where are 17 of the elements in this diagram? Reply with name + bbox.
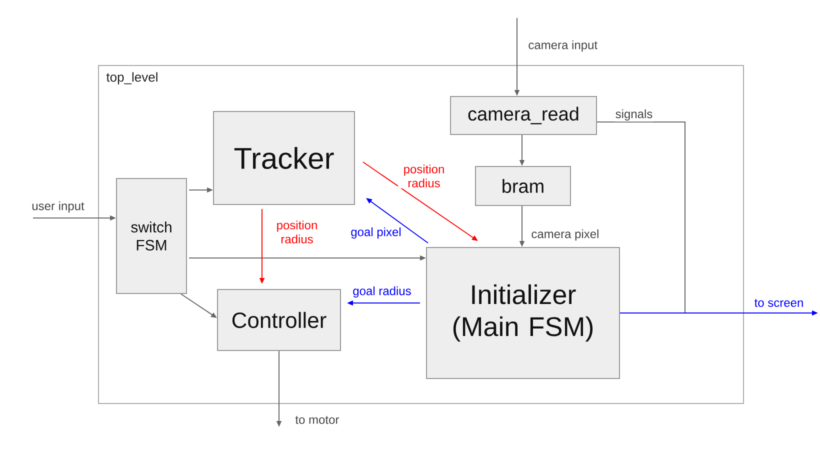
edge-label: position radius <box>271 220 323 244</box>
block-box: Tracker <box>213 111 355 205</box>
block-box: bram <box>475 166 571 206</box>
edge-label: position radius <box>398 164 450 188</box>
edge-label: to screen <box>753 298 805 308</box>
block-box: Initializer (Main FSM) <box>426 247 620 379</box>
block-box: Controller <box>217 289 341 351</box>
block-box: switch FSM <box>116 178 187 294</box>
edge-label: goal radius <box>352 285 412 299</box>
edge-label: goal pixel <box>350 226 402 240</box>
frame-title: top_level <box>106 72 158 84</box>
edge-label: to motor <box>294 415 340 425</box>
edge-label: user input <box>30 200 86 214</box>
edge-label: camera input <box>527 39 599 53</box>
block-box: camera_read <box>450 96 597 135</box>
edge-label: signals <box>614 108 654 122</box>
edge-label: camera pixel <box>530 228 600 242</box>
